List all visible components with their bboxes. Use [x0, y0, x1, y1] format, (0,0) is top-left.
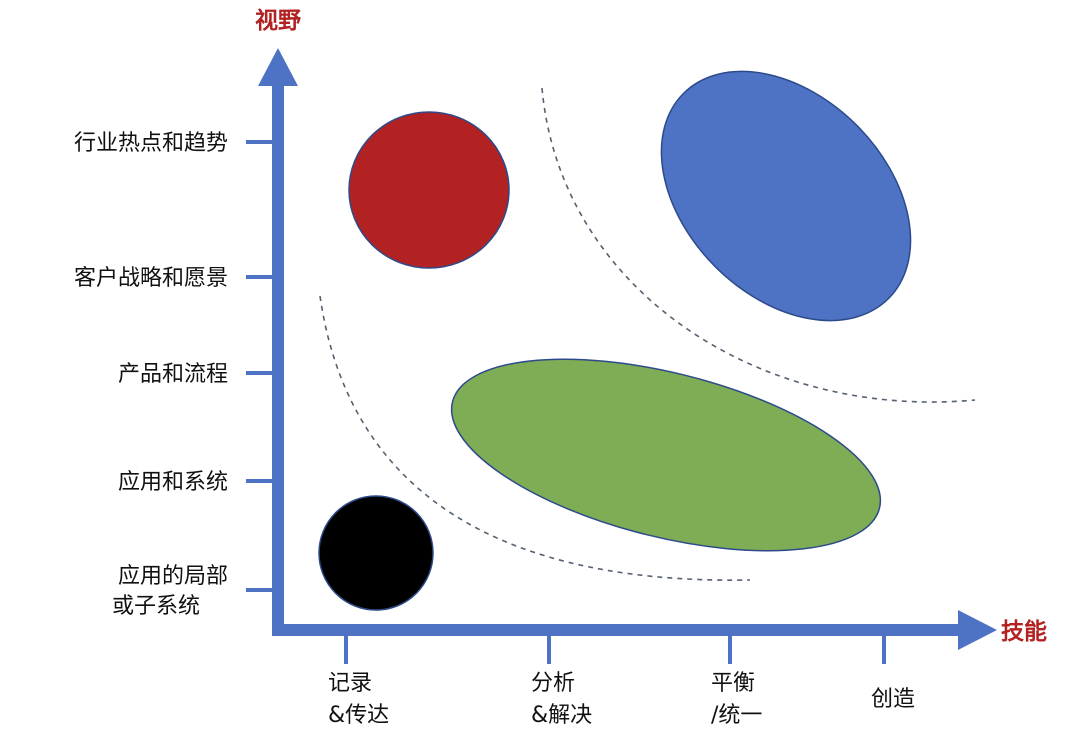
x-label-analyze-line2: &解决 [531, 703, 592, 728]
y-axis-arrowhead [258, 48, 298, 86]
y-label-subsystem-line2: 或子系统 [112, 594, 200, 619]
x-tick-group [344, 634, 886, 664]
red-circle [348, 111, 510, 269]
y-label-subsystem-line1: 应用的局部 [118, 564, 228, 589]
y-tick-group [246, 140, 274, 592]
green-ellipse [450, 358, 882, 552]
x-label-record-line1: 记录 [328, 671, 372, 696]
blue-ellipse [660, 70, 912, 322]
x-tick-labels: 记录 &传达 分析 &解决 平衡 /统一 创造 [328, 671, 915, 728]
x-axis-title: 技能 [1001, 618, 1047, 645]
y-label-applications-systems: 应用和系统 [118, 470, 228, 495]
x-label-analyze-line1: 分析 [531, 671, 575, 696]
y-label-customer-strategy: 客户战略和愿景 [74, 266, 228, 291]
x-label-create: 创造 [871, 687, 915, 712]
x-label-record-line2: &传达 [328, 703, 389, 728]
lower-dashed-divider [319, 295, 751, 581]
y-label-industry-trends: 行业热点和趋势 [74, 131, 228, 156]
y-axis-title: 视野 [255, 7, 301, 34]
upper-dashed-divider [541, 87, 976, 403]
x-label-balance-line2: /统一 [711, 703, 762, 728]
y-tick-labels: 行业热点和趋势 客户战略和愿景 产品和流程 应用和系统 应用的局部 或子系统 [74, 131, 228, 619]
x-label-balance-line1: 平衡 [711, 671, 755, 696]
x-axis-arrowhead [958, 610, 997, 650]
black-circle [318, 495, 434, 611]
y-label-products-processes: 产品和流程 [118, 362, 228, 387]
